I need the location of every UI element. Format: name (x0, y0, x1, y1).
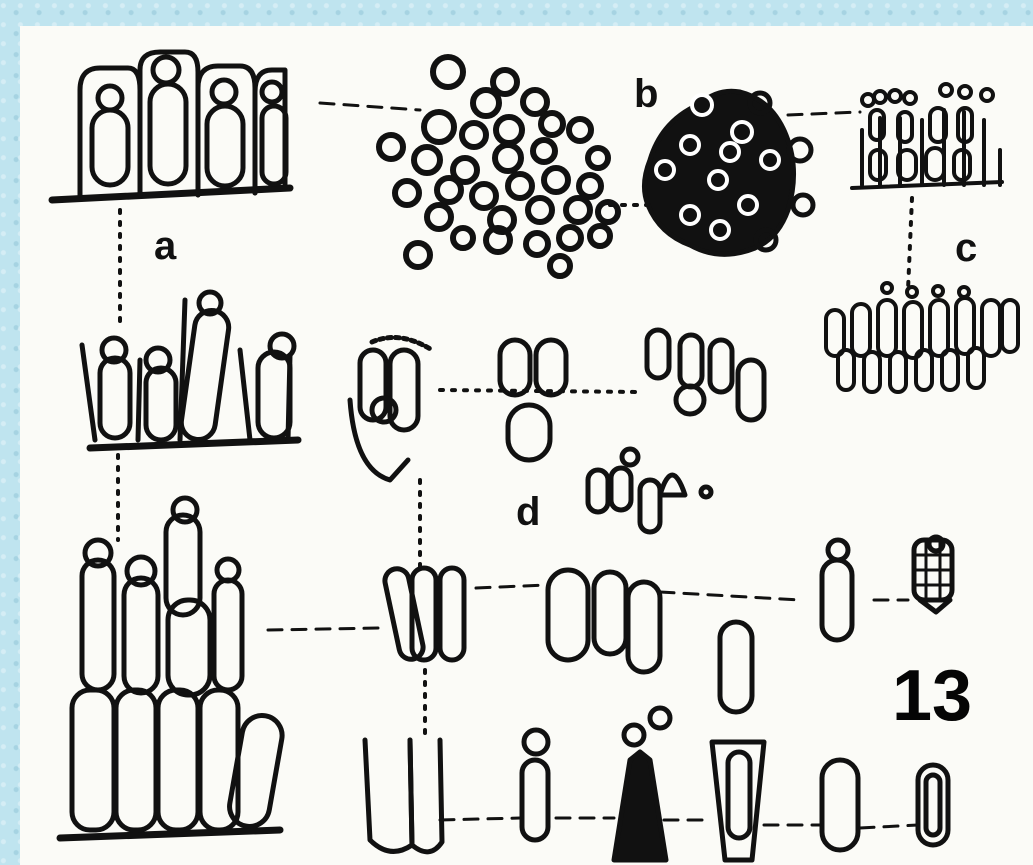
cell-group-a-bottom (60, 498, 285, 838)
label-d: d (516, 492, 540, 532)
connector-lines (268, 103, 918, 828)
label-a: a (154, 226, 176, 266)
connector-dots (118, 198, 912, 740)
label-c: c (955, 228, 977, 268)
cell-group-c-top (852, 84, 1002, 188)
cell-group-d-top (350, 330, 764, 480)
cell-group-d-middle (383, 537, 952, 712)
cell-group-d-bottom (365, 708, 948, 860)
figure-number: 13 (892, 660, 972, 732)
cell-group-a-top (52, 52, 290, 200)
cell-group-c-bottom (826, 283, 1018, 392)
cell-group-a-middle (82, 292, 298, 448)
label-b: b (634, 74, 658, 114)
cell-cluster-b-left (379, 57, 618, 276)
cell-group-d-center (588, 449, 711, 532)
